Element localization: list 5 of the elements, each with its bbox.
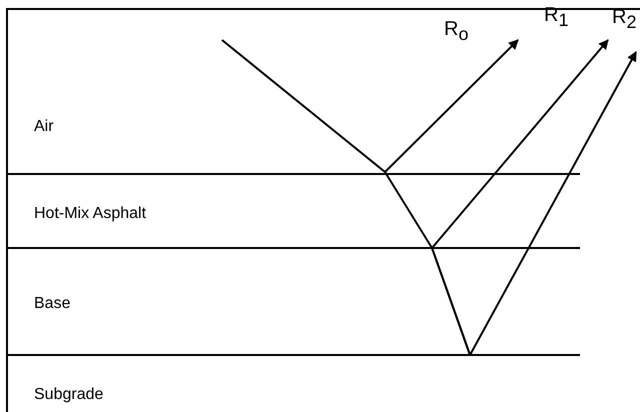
layer-label: Air — [34, 118, 54, 136]
reflection-label: R$_{o}$ — [444, 18, 468, 45]
layer-label: Subgrade — [34, 386, 104, 404]
layer-label: Base — [34, 295, 70, 313]
layer-label: Hot-Mix Asphalt — [34, 205, 146, 223]
